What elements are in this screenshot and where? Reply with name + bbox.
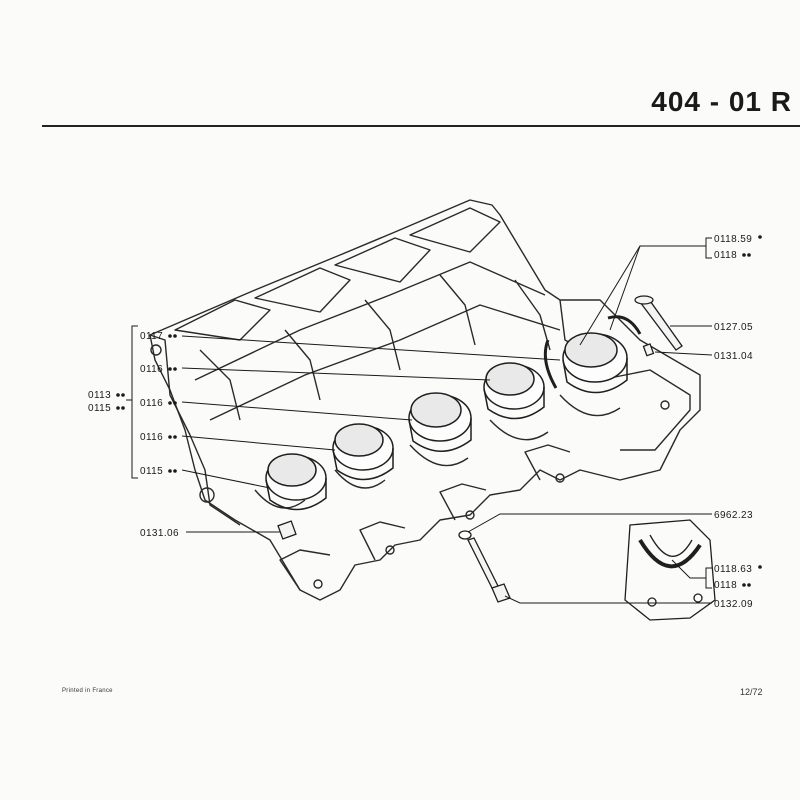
label-0131-04: 0131.04 bbox=[714, 351, 753, 362]
bearing-shell-1 bbox=[265, 453, 327, 511]
label-0116-b: 0116 bbox=[140, 398, 163, 409]
leader-lines bbox=[126, 237, 713, 604]
label-0118-b: 0118 bbox=[714, 580, 737, 591]
printed-in-note: Printed in France bbox=[62, 688, 113, 694]
label-0131-06: 0131.06 bbox=[140, 528, 179, 539]
page-number: 12/72 bbox=[740, 687, 763, 697]
label-0118-59: 0118.59 bbox=[714, 234, 752, 245]
bearing-shell-4 bbox=[483, 362, 545, 420]
pin-0127-05 bbox=[634, 295, 683, 351]
header-rule bbox=[42, 125, 800, 127]
bearing-shell-5 bbox=[562, 332, 628, 394]
label-0116-a: 0116 bbox=[140, 364, 163, 375]
bearing-shell-2 bbox=[332, 423, 394, 481]
page-title: 404 - 01 R bbox=[651, 86, 792, 117]
engine-block-illustration bbox=[149, 199, 701, 601]
dowel-0131-06 bbox=[277, 520, 297, 540]
label-0117: 0117 bbox=[140, 331, 163, 342]
bearing-shell-3 bbox=[408, 392, 472, 452]
dowel-0131-04 bbox=[642, 343, 655, 357]
bolt-0132-09 bbox=[467, 537, 511, 603]
label-0118-63: 0118.63 bbox=[714, 564, 752, 575]
label-0115-b: 0115 bbox=[140, 466, 163, 477]
bearing-cap-detail bbox=[624, 519, 716, 621]
thrust-washer-left bbox=[543, 339, 558, 389]
small-parts bbox=[277, 295, 716, 621]
thrust-washer-right bbox=[607, 315, 642, 335]
label-0118-a: 0118 bbox=[714, 250, 737, 261]
washer-6962-23 bbox=[458, 530, 472, 540]
bearing-shells bbox=[265, 315, 642, 511]
label-0115-a: 0115 bbox=[88, 403, 111, 414]
label-0116-c: 0116 bbox=[140, 432, 163, 443]
applicability-dots bbox=[116, 235, 762, 587]
label-0113: 0113 bbox=[88, 390, 111, 401]
callout-labels: 0117 0116 0113 0115 0116 0116 0115 0131.… bbox=[88, 234, 753, 610]
label-0132-09: 0132.09 bbox=[714, 599, 753, 610]
label-0127-05: 0127.05 bbox=[714, 322, 753, 333]
label-6962-23: 6962.23 bbox=[714, 510, 753, 521]
